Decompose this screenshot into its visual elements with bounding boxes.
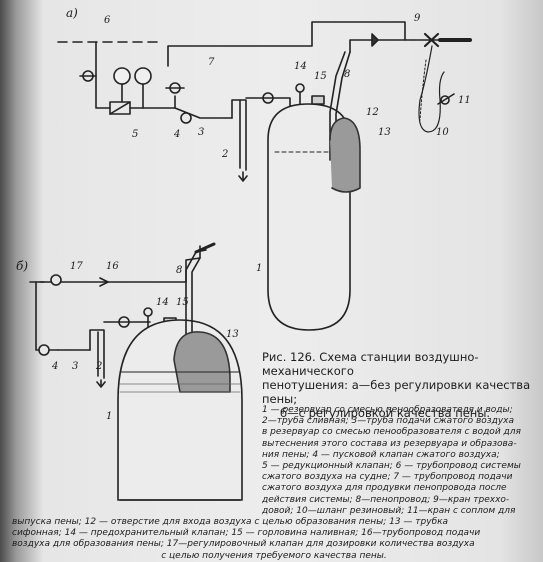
rubber-hose-10 xyxy=(418,45,445,133)
pressure-gauge-1 xyxy=(113,67,131,85)
label-b-17: 17 xyxy=(70,261,83,272)
legend-line: довой; 10—шланг резиновый; 11—кран с соп… xyxy=(262,505,516,516)
label-b-15: 15 xyxy=(176,297,189,308)
nozzle-11 xyxy=(437,93,455,105)
label-b-14: 14 xyxy=(156,297,169,308)
reducing-valve-5-diag xyxy=(109,101,131,115)
filler-neck-15 xyxy=(311,95,325,105)
label-b-16: 16 xyxy=(106,261,119,272)
label-a-10: 10 xyxy=(436,127,449,138)
label-b-2: 2 xyxy=(96,361,103,372)
legend-line: выпуска пены; 12 — отверстие для входа в… xyxy=(12,517,449,527)
panel-a-label: а) xyxy=(66,6,78,20)
legend-line: действия системы; 8—пенопровод; 9—кран т… xyxy=(262,494,510,505)
regulating-valve-17 xyxy=(50,274,62,286)
liquid-hatching-b xyxy=(119,383,241,393)
valve-top-1 xyxy=(371,33,379,47)
legend-line: 2—труба сливная; 3—труба подачи сжатого … xyxy=(262,416,514,427)
drain-arrow xyxy=(238,171,248,182)
label-a-14: 14 xyxy=(294,61,307,72)
legend-line: сжатого воздуха на судне; 7 — трубопрово… xyxy=(262,472,513,483)
label-b-4: 4 xyxy=(52,361,59,372)
label-b-3: 3 xyxy=(72,361,79,372)
foam-outlet-b xyxy=(194,242,216,254)
safety-valve-14 xyxy=(295,83,305,93)
legend-line: в резервуар со смесью пенообразователя с… xyxy=(262,427,521,438)
label-a-11: 11 xyxy=(458,95,471,106)
panel-b-label: б) xyxy=(16,259,29,273)
label-b-8: 8 xyxy=(176,265,183,276)
air-supply-pipe xyxy=(95,41,113,109)
panel-b-diagram xyxy=(29,242,243,501)
siphon-tube-13-b xyxy=(173,331,231,393)
legend-line: ния пены; 4 — пусковой клапан сжатого во… xyxy=(262,449,500,460)
legend-line: воздуха для образования пены; 17—регулир… xyxy=(12,539,475,550)
figure-caption: Рис. 126. Схема станции воздушно-механич… xyxy=(262,350,534,420)
three-way-valve-9 xyxy=(423,32,440,48)
foam-pipe-top xyxy=(349,39,441,53)
legend-line: сифонная; 14 — предохранительный клапан;… xyxy=(12,528,481,539)
legend-line: 1 — резервуар со смесью пенообразователя… xyxy=(262,405,513,415)
label-a-6: 6 xyxy=(104,15,111,26)
label-a-1: 1 xyxy=(256,263,263,274)
foam-pipe-8-b-outer xyxy=(191,257,201,347)
label-a-3: 3 xyxy=(198,127,205,138)
drain-pipe-2 xyxy=(231,99,247,171)
pipe-3-to-tank xyxy=(174,107,233,119)
label-a-2: 2 xyxy=(222,149,229,160)
caption-line-3: б—с регулировкой качества пены. xyxy=(280,406,491,420)
pipe-7-purge xyxy=(167,21,406,67)
legend-line: сжатого воздуха для продувки пенопровода… xyxy=(262,483,507,494)
label-a-5: 5 xyxy=(132,129,139,140)
hose-detail xyxy=(419,59,427,121)
pipe-16-arrow xyxy=(99,277,109,287)
legend-line: вытеснения этого состава из резервуара и… xyxy=(262,438,517,449)
siphon-tube-13 xyxy=(329,117,361,193)
label-a-8: 8 xyxy=(344,69,351,80)
pressure-gauge-2 xyxy=(134,67,152,85)
label-a-4: 4 xyxy=(174,129,181,140)
label-a-7: 7 xyxy=(208,57,215,68)
start-valve-4-b xyxy=(38,344,50,356)
start-valve-4 xyxy=(180,112,192,124)
caption-line-2: пенотушения: а—без регулировки качества … xyxy=(262,378,531,406)
label-a-15: 15 xyxy=(314,71,327,82)
drain-arrow-b xyxy=(96,379,106,388)
label-a-12: 12 xyxy=(366,107,379,118)
label-b-1: 1 xyxy=(106,411,113,422)
label-b-13: 13 xyxy=(226,329,239,340)
legend-right-column: 1 — резервуар со смесью пенообразователя… xyxy=(262,405,536,517)
caption-line-1: Рис. 126. Схема станции воздушно-механич… xyxy=(262,350,479,378)
drain-pipe-2-b xyxy=(89,329,105,379)
pipe-3-air xyxy=(129,95,176,109)
label-a-13: 13 xyxy=(378,127,391,138)
label-a-9: 9 xyxy=(414,13,421,24)
legend-bottom: выпуска пены; 12 — отверстие для входа в… xyxy=(12,517,536,562)
legend-line: 5 — редукционный клапан; 6 — трубопровод… xyxy=(262,461,521,472)
air-pipe-b xyxy=(35,281,59,351)
safety-valve-14-b xyxy=(143,307,153,317)
panel-a-diagram xyxy=(57,21,472,331)
gauge-connections xyxy=(121,83,144,109)
legend-line: с целью получения требуемого качества пе… xyxy=(161,550,387,561)
